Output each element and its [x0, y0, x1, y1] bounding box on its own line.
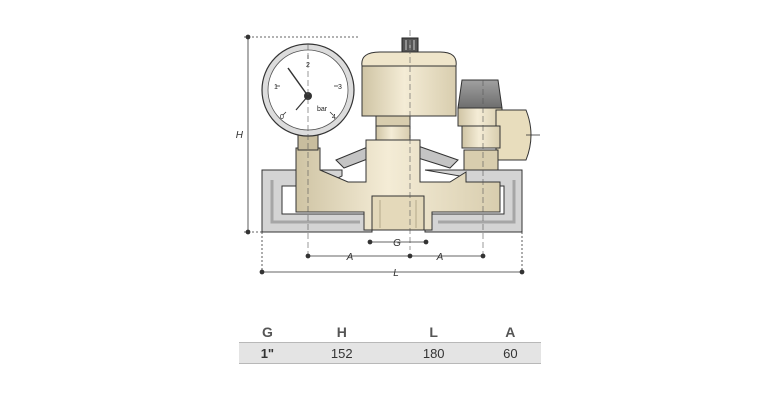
- air-vent: [361, 37, 457, 127]
- table-header-a: A: [505, 324, 516, 340]
- dimension-label-l: L: [393, 268, 399, 279]
- dimension-label-a-right: A: [436, 252, 444, 263]
- dimension-lines: [244, 34, 525, 276]
- table-header-h: H: [336, 324, 347, 340]
- dimension-table: G H L A 1" 152 180 60: [239, 322, 541, 364]
- gauge-scale-1: 1: [274, 84, 278, 91]
- table-cell-g: 1": [239, 342, 296, 364]
- safety-valve: [457, 79, 540, 171]
- gauge-scale-0: 0: [280, 114, 284, 121]
- gauge-scale-4: 4: [332, 114, 336, 121]
- dimension-label-a-left: A: [346, 252, 354, 263]
- centerlines: [307, 30, 484, 260]
- table-cell-h: 152: [295, 342, 388, 364]
- table-cell-a: 60: [479, 342, 541, 364]
- table-header-g: G: [261, 324, 273, 340]
- table-header-l: L: [429, 324, 438, 340]
- table-header-row: G H L A: [239, 322, 541, 343]
- valve-assembly-drawing: 0 1 2 3 4 bar: [236, 30, 540, 279]
- dimension-label-h: H: [236, 130, 244, 141]
- table-row: 1" 152 180 60: [239, 342, 541, 364]
- gauge-scale-3: 3: [338, 84, 342, 91]
- dimension-label-g: G: [393, 238, 401, 249]
- table-cell-l: 180: [387, 342, 480, 364]
- gauge-unit: bar: [317, 106, 328, 113]
